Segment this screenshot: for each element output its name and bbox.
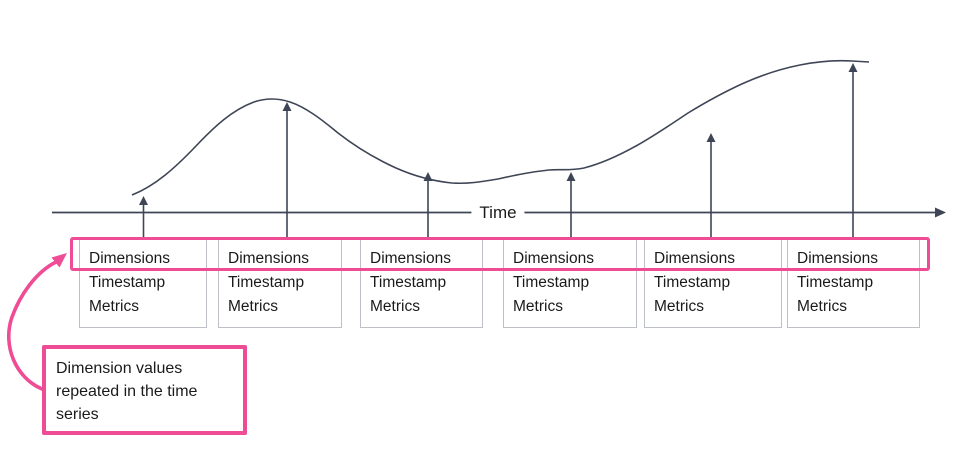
record-metrics: Metrics bbox=[513, 298, 563, 315]
record-metrics: Metrics bbox=[89, 298, 139, 315]
sample-arrowhead-icon bbox=[848, 63, 858, 72]
callout-arrowhead-icon bbox=[51, 253, 67, 268]
record-box-2: Dimensions Timestamp Metrics bbox=[218, 239, 342, 328]
sample-arrowhead-icon bbox=[282, 102, 292, 111]
record-box-3: Dimensions Timestamp Metrics bbox=[360, 239, 483, 328]
time-series-curve bbox=[131, 59, 870, 196]
callout-text: Dimension values repeated in the time se… bbox=[56, 360, 198, 423]
record-box-1: Dimensions Timestamp Metrics bbox=[79, 239, 207, 328]
record-dimensions: Dimensions bbox=[654, 250, 735, 267]
record-timestamp: Timestamp bbox=[654, 274, 731, 291]
record-timestamp: Timestamp bbox=[513, 274, 590, 291]
record-metrics: Metrics bbox=[797, 298, 847, 315]
record-timestamp: Timestamp bbox=[228, 274, 305, 291]
callout-arrow-line bbox=[6, 260, 58, 391]
sample-arrowhead-icon bbox=[139, 196, 148, 205]
record-dimensions: Dimensions bbox=[89, 250, 170, 267]
record-metrics: Metrics bbox=[654, 298, 704, 315]
record-metrics: Metrics bbox=[370, 298, 420, 315]
record-box-5: Dimensions Timestamp Metrics bbox=[644, 239, 782, 328]
sample-arrowhead-icon bbox=[706, 133, 716, 142]
time-axis-label: Time bbox=[471, 202, 525, 223]
record-box-6: Dimensions Timestamp Metrics bbox=[787, 239, 920, 328]
record-dimensions: Dimensions bbox=[228, 250, 309, 267]
record-dimensions: Dimensions bbox=[513, 250, 594, 267]
record-dimensions: Dimensions bbox=[797, 250, 878, 267]
record-box-4: Dimensions Timestamp Metrics bbox=[503, 239, 637, 328]
sample-arrowhead-icon bbox=[566, 172, 576, 181]
record-timestamp: Timestamp bbox=[89, 274, 166, 291]
record-dimensions: Dimensions bbox=[370, 250, 451, 267]
record-timestamp: Timestamp bbox=[370, 274, 447, 291]
time-axis-arrowhead-icon bbox=[935, 207, 946, 218]
callout-box: Dimension values repeated in the time se… bbox=[42, 345, 247, 435]
record-timestamp: Timestamp bbox=[797, 274, 874, 291]
record-metrics: Metrics bbox=[228, 298, 278, 315]
sample-arrowhead-icon bbox=[423, 172, 433, 181]
sample-arrows bbox=[139, 63, 858, 237]
